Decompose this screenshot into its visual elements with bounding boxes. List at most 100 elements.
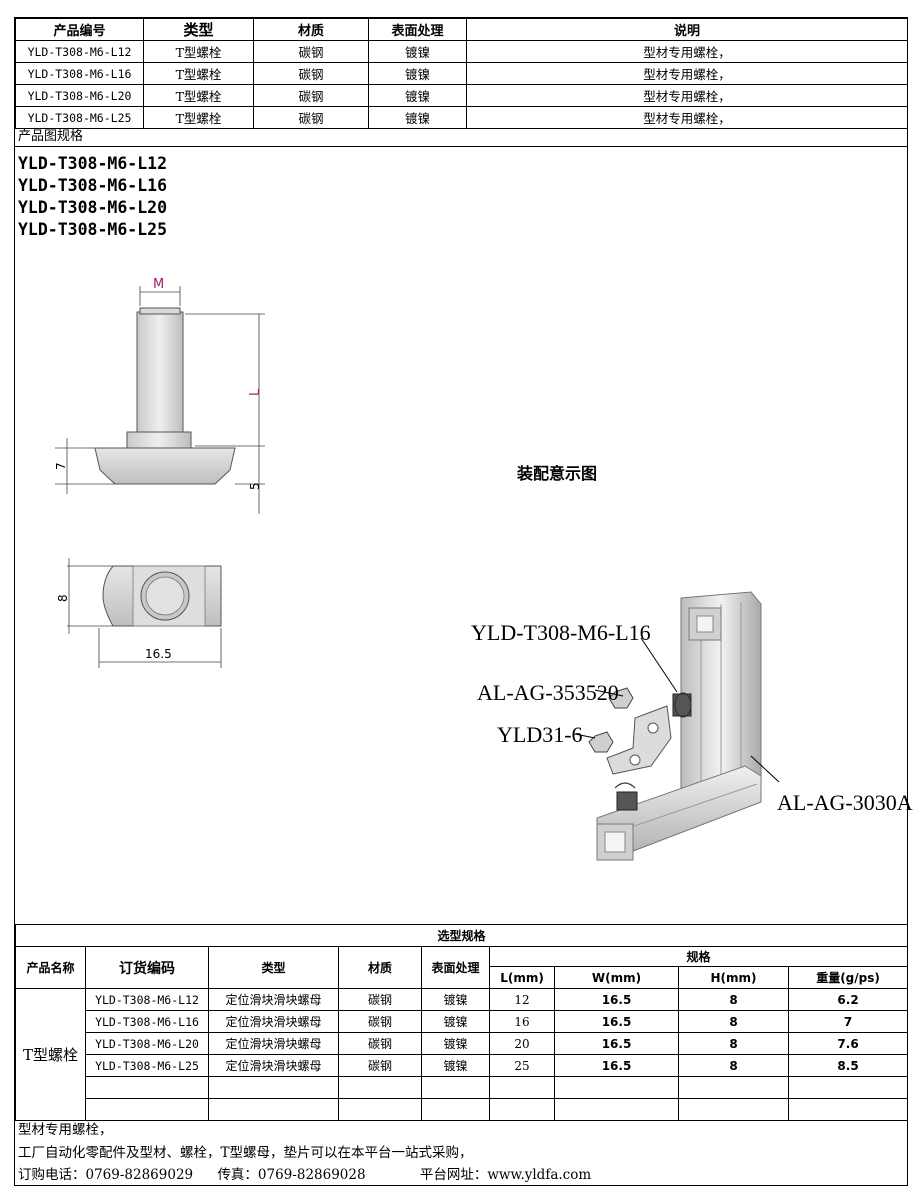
cell-w: 16.5	[554, 1032, 679, 1055]
label-profile: AL-AG-3030A	[777, 790, 913, 815]
cell-surface: 镀镍	[421, 1010, 490, 1033]
cell-code: YLD-T308-M6-L12	[85, 988, 209, 1011]
cell-weight: 7.6	[787, 1032, 909, 1055]
note-line: 工厂自动化零配件及型材、螺栓，T型螺母，垫片可以在本平台一站式采购，	[18, 1144, 473, 1161]
cell-type: 定位滑块滑块螺母	[208, 1032, 339, 1055]
cell-type: 定位滑块滑块螺母	[208, 1054, 339, 1077]
website-text[interactable]: 平台网址：www.yldfa.com	[419, 1167, 592, 1183]
cell-l: 20	[489, 1032, 555, 1055]
bolt-tip	[139, 307, 181, 315]
cell-code: YLD-T308-M6-L16	[85, 1010, 209, 1033]
cell-code: YLD-T308-M6-L25	[15, 106, 144, 129]
cell-h: 8	[678, 988, 789, 1011]
cell-type: 定位滑块滑块螺母	[208, 988, 339, 1011]
cell-code: YLD-T308-M6-L20	[85, 1032, 209, 1055]
table-row: YLD-T308-M6-L20 定位滑块滑块螺母 碳钢 镀镍 20 16.5 8…	[16, 1032, 909, 1055]
cell-h: 8	[678, 1032, 789, 1055]
header-type: 类型	[208, 946, 339, 989]
cell-type: T型螺栓	[143, 62, 254, 85]
cell-weight: 6.2	[787, 988, 909, 1011]
product-table-header: 产品编号 类型 材质 表面处理 说明	[15, 18, 908, 41]
notes: 型材专用螺栓， 工厂自动化零配件及型材、螺栓，T型螺母，垫片可以在本平台一站式采…	[18, 1119, 591, 1187]
header-code: 产品编号	[15, 18, 144, 41]
cell-material: 碳钢	[338, 1032, 422, 1055]
table-row: YLD-T308-M6-L20 T型螺栓 碳钢 镀镍 型材专用螺栓，	[15, 84, 908, 107]
cell-code: YLD-T308-M6-L12	[15, 40, 144, 63]
spec-sheet: 产品编号 类型 材质 表面处理 说明 YLD-T308-M6-L12 T型螺栓 …	[14, 17, 913, 1187]
assembly-diagram: YLD-T308-M6-L16 AL-AG-353520 YLD31-6 AL-…	[471, 591, 913, 861]
model-code: YLD-T308-M6-L12	[18, 154, 168, 173]
cell-surface: 镀镍	[368, 40, 467, 63]
table-row: T型螺栓 YLD-T308-M6-L12 定位滑块滑块螺母 碳钢 镀镍 12 1…	[15, 988, 909, 1121]
header-l: L(mm)	[489, 966, 555, 989]
header-order-code: 订货编码	[85, 946, 209, 989]
label-bracket: AL-AG-353520	[477, 680, 619, 705]
cell-surface: 镀镍	[368, 106, 467, 129]
cell-type: T型螺栓	[143, 84, 254, 107]
cell-material: 碳钢	[338, 1054, 422, 1077]
dimension-l-label: L	[248, 388, 263, 396]
dimension-8-label: 8	[56, 594, 70, 602]
cell-code: YLD-T308-M6-L20	[15, 84, 144, 107]
cell-l: 12	[489, 988, 555, 1011]
header-material: 材质	[338, 946, 422, 989]
cell-code: YLD-T308-M6-L16	[15, 62, 144, 85]
t-bolt	[672, 693, 692, 717]
cell-description: 型材专用螺栓，	[466, 62, 908, 85]
header-product-name: 产品名称	[15, 946, 86, 989]
header-spec: 规格	[488, 946, 909, 967]
cell-material: 碳钢	[338, 1010, 422, 1033]
selection-title: 选型规格	[14, 924, 909, 947]
assembly-title: 装配意示图	[517, 464, 598, 483]
phone-text: 订购电话：0769-82869029	[18, 1167, 194, 1183]
drawing-caption: 产品图规格	[15, 127, 907, 147]
table-row: YLD-T308-M6-L12 T型螺栓 碳钢 镀镍 型材专用螺栓，	[15, 40, 908, 63]
label-nut: YLD31-6	[497, 722, 583, 747]
cell-surface: 镀镍	[421, 988, 490, 1011]
header-surface: 表面处理	[368, 18, 467, 41]
hex-nut	[588, 731, 614, 753]
label-bolt: YLD-T308-M6-L16	[471, 620, 651, 645]
cell-description: 型材专用螺栓，	[466, 106, 908, 129]
dimension-m-label: M	[153, 277, 164, 292]
note-line: 型材专用螺栓，	[18, 1122, 113, 1138]
table-row-empty	[16, 1098, 909, 1121]
product-table: 产品编号 类型 材质 表面处理 说明 YLD-T308-M6-L12 T型螺栓 …	[15, 18, 908, 129]
cell-surface: 镀镍	[368, 84, 467, 107]
cell-material: 碳钢	[253, 40, 369, 63]
header-h: H(mm)	[678, 966, 789, 989]
angle-bracket	[606, 705, 672, 775]
cell-material: 碳钢	[253, 84, 369, 107]
fax-text: 传真：0769-82869028	[217, 1167, 366, 1183]
selection-table: 选型规格 产品名称 订货编码 类型 材质 表面处理 规格 L(mm) W(mm)…	[14, 924, 909, 1121]
cell-type: 定位滑块滑块螺母	[208, 1010, 339, 1033]
table-row: YLD-T308-M6-L16 定位滑块滑块螺母 碳钢 镀镍 16 16.5 8…	[16, 1010, 909, 1033]
cell-material: 碳钢	[253, 106, 369, 129]
table-row: YLD-T308-M6-L25 定位滑块滑块螺母 碳钢 镀镍 25 16.5 8…	[16, 1054, 909, 1077]
cell-product-name: T型螺栓	[15, 988, 86, 1121]
cell-h: 8	[678, 1010, 789, 1033]
table-row: YLD-T308-M6-L16 T型螺栓 碳钢 镀镍 型材专用螺栓，	[15, 62, 908, 85]
cell-type: T型螺栓	[143, 106, 254, 129]
cell-weight: 8.5	[787, 1054, 909, 1077]
cell-code: YLD-T308-M6-L25	[85, 1054, 209, 1077]
header-type: 类型	[143, 18, 254, 41]
cell-material: 碳钢	[253, 62, 369, 85]
cell-w: 16.5	[554, 1054, 679, 1077]
header-surface: 表面处理	[421, 946, 490, 989]
cell-description: 型材专用螺栓，	[466, 84, 908, 107]
bolt-drawing: M L 5 7 8 16.5	[54, 277, 265, 668]
hex-nut-top	[608, 687, 634, 709]
cell-w: 16.5	[554, 1010, 679, 1033]
contact-line: 订购电话：0769-82869029 传真：0769-82869028 平台网址…	[18, 1164, 591, 1187]
bolt-head	[94, 447, 236, 485]
header-material: 材质	[253, 18, 369, 41]
header-description: 说明	[466, 18, 908, 41]
dimension-16-5-label: 16.5	[145, 647, 172, 661]
cell-description: 型材专用螺栓，	[466, 40, 908, 63]
header-weight: 重量(g/ps)	[787, 966, 909, 989]
cell-surface: 镀镍	[421, 1032, 490, 1055]
cell-material: 碳钢	[338, 988, 422, 1011]
cell-l: 25	[489, 1054, 555, 1077]
bolt-neck	[126, 431, 192, 449]
